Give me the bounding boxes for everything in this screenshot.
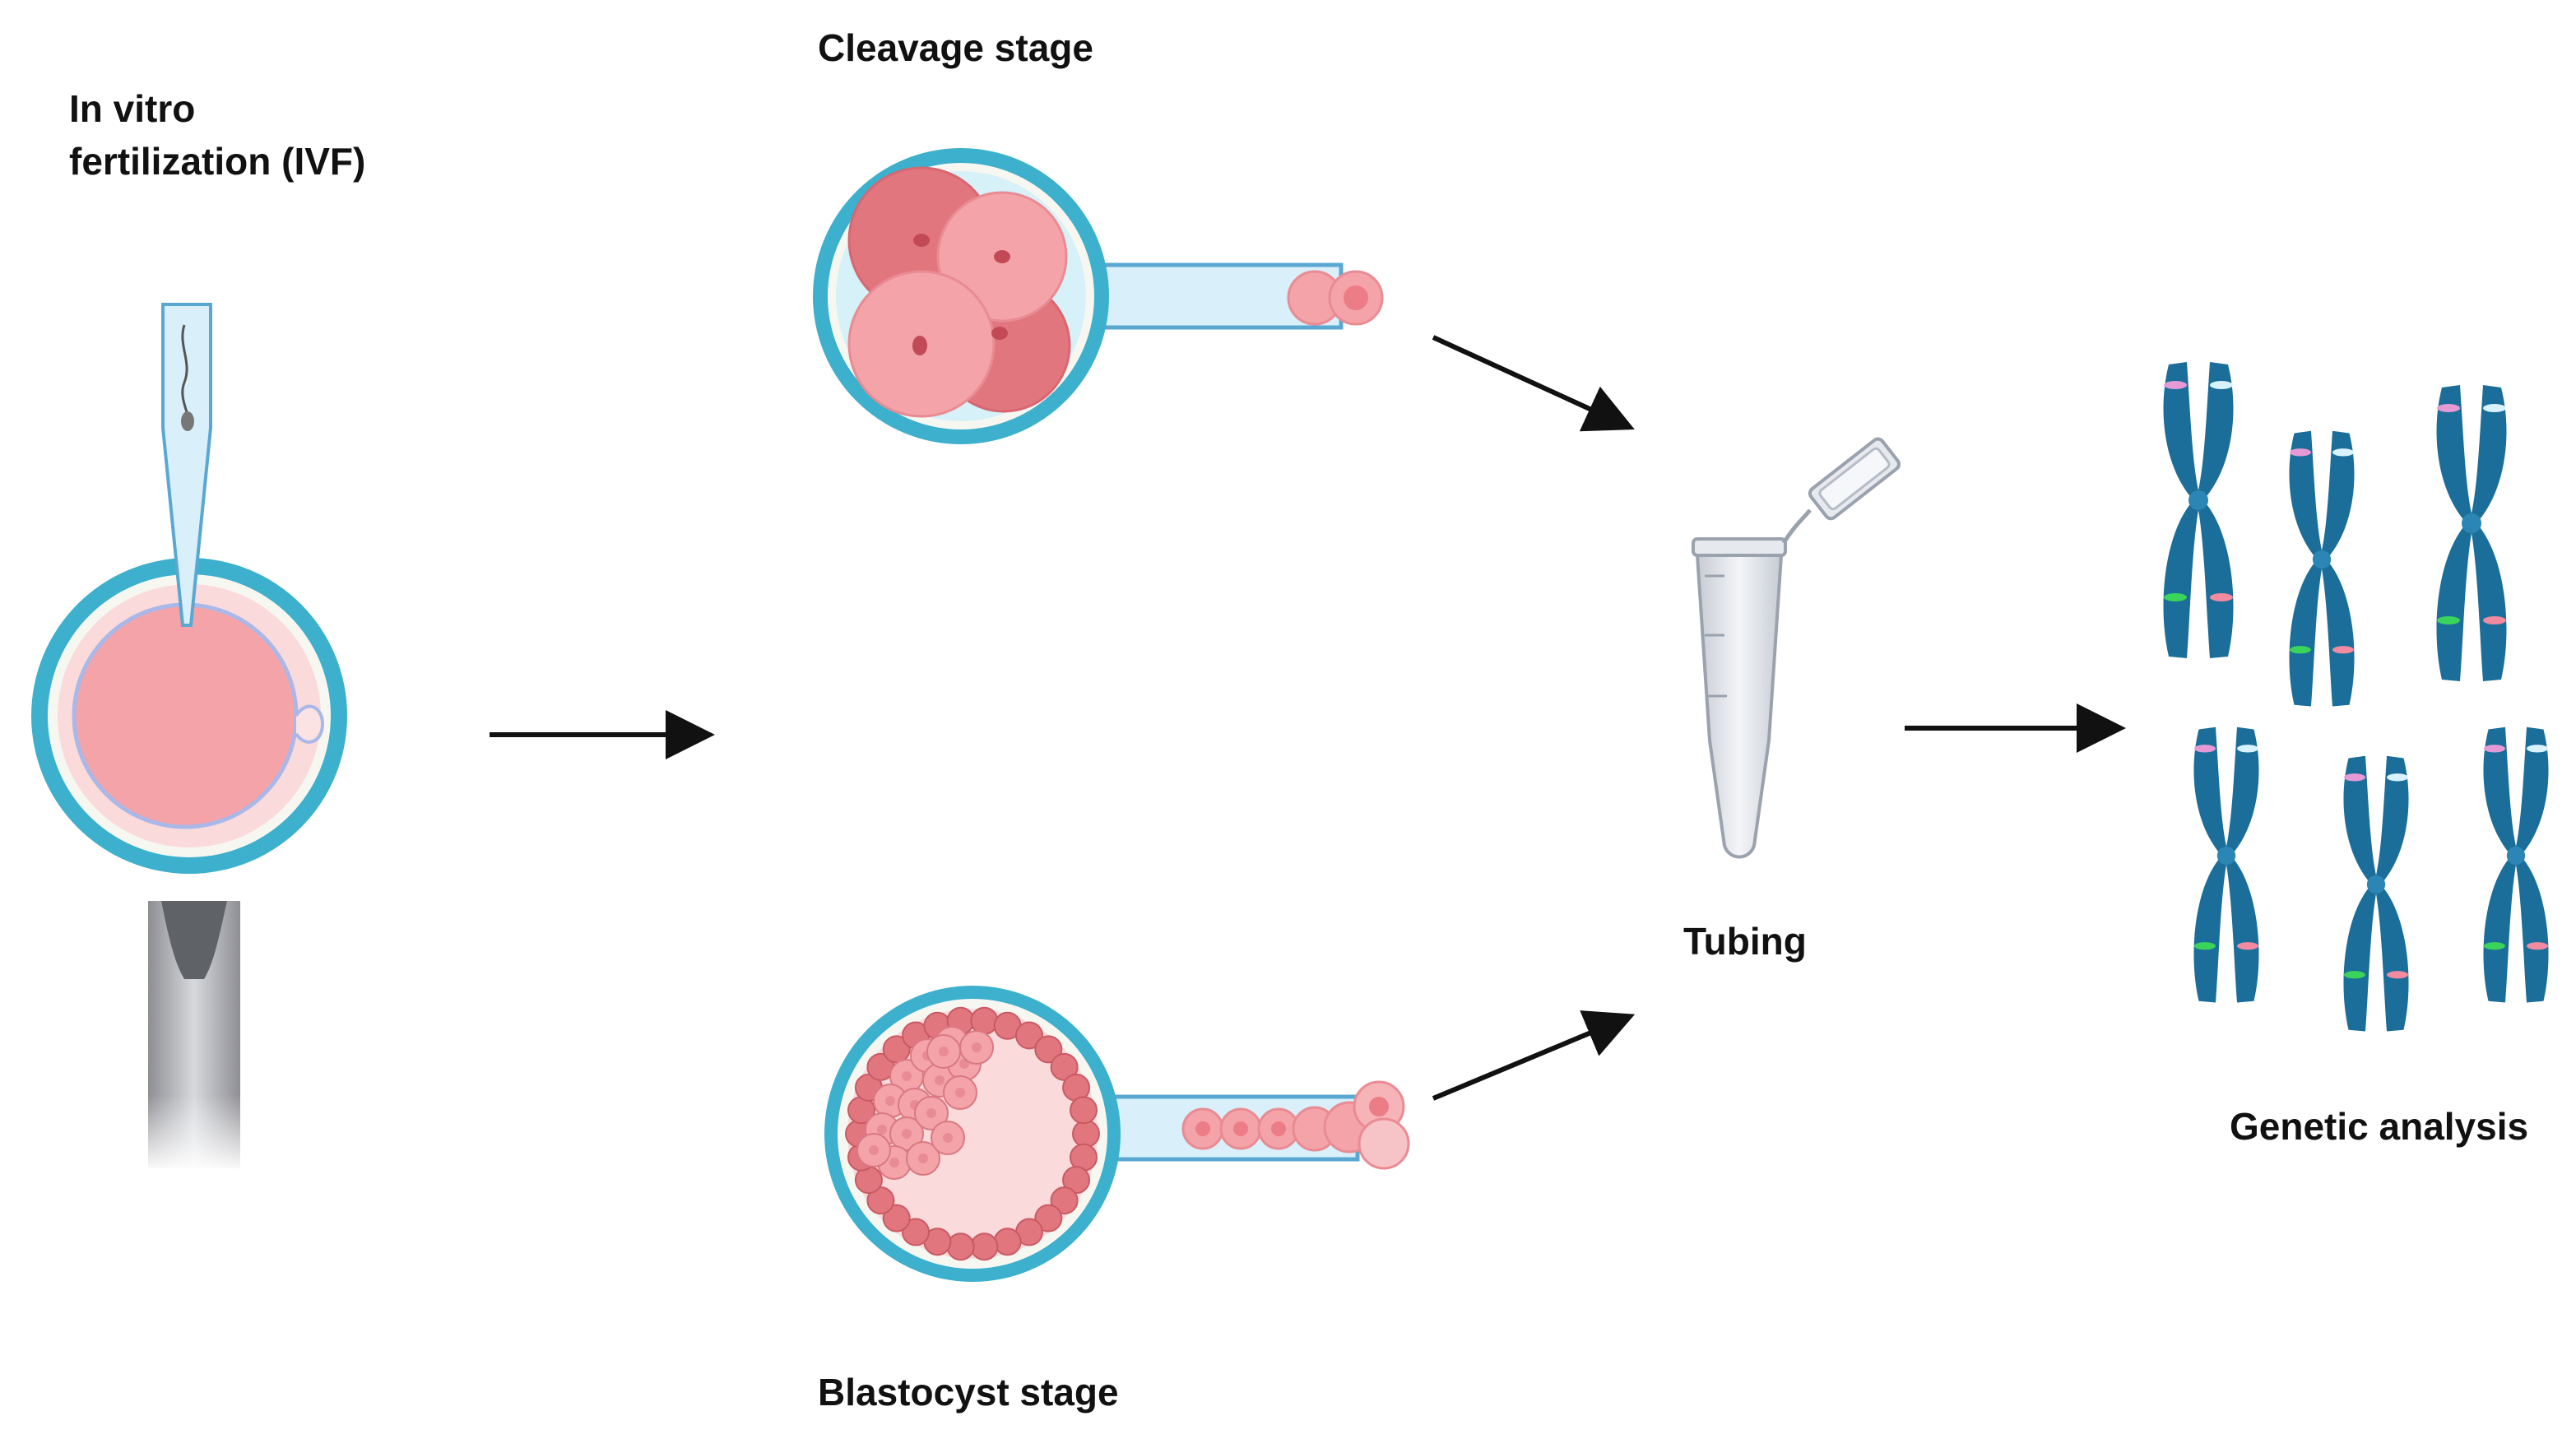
cleavage-embryo-icon	[813, 148, 1109, 444]
trophectoderm-cell	[866, 1186, 895, 1215]
chromosome-icon	[2483, 726, 2549, 1003]
blastocyst-stage-section: Blastocyst stage	[818, 986, 1410, 1413]
chromosome-icon	[2289, 430, 2355, 707]
trophectoderm-cell	[1070, 1096, 1098, 1125]
cleavage-stage-label: Cleavage stage	[818, 26, 1093, 69]
inner-cell-mass-nucleus	[902, 1071, 912, 1081]
inner-cell-mass	[856, 1026, 994, 1180]
trophectoderm-cell	[1062, 1166, 1091, 1195]
tubing-section: Tubing	[1683, 437, 1901, 963]
cleavage-stage-section: Cleavage stage	[813, 26, 1384, 444]
trophectoderm-cell	[1034, 1204, 1063, 1232]
oocyte-icon	[31, 558, 347, 874]
inner-cell-mass-nucleus	[889, 1158, 899, 1167]
holding-pipette-icon	[140, 901, 247, 1172]
inner-cell-mass-nucleus	[926, 1108, 936, 1118]
inner-cell-mass-nucleus	[877, 1125, 887, 1135]
inner-cell-mass-nucleus	[902, 1129, 912, 1139]
trophectoderm-cell	[1050, 1052, 1079, 1081]
inner-cell-mass-nucleus	[935, 1075, 945, 1085]
genetic-analysis-label: Genetic analysis	[2230, 1105, 2528, 1148]
trophectoderm-cell	[1050, 1186, 1079, 1215]
trophectoderm-cell	[970, 1006, 999, 1035]
trophectoderm-cell	[946, 1232, 975, 1261]
genetic-analysis-section: Genetic analysis	[2163, 362, 2549, 1148]
trophectoderm-cell	[882, 1204, 911, 1232]
arrow-cleavage-to-tube	[1432, 335, 1635, 432]
blastocyst-stage-label: Blastocyst stage	[818, 1371, 1119, 1413]
trophectoderm-cell	[1072, 1120, 1100, 1148]
chromosome-icon	[2163, 362, 2234, 658]
trophectoderm-cell	[993, 1228, 1022, 1256]
blastocyst-biopsy-pipette	[1084, 1080, 1410, 1170]
inner-cell-mass-nucleus	[939, 1047, 949, 1056]
trophectoderm-ring	[845, 1006, 1100, 1261]
ivf-title-line2: fertilization (IVF)	[69, 140, 365, 183]
chromosome-icon	[2193, 726, 2259, 1003]
inner-cell-mass-nucleus	[943, 1133, 953, 1143]
blastocyst-embryo-icon	[824, 986, 1121, 1282]
ivf-title-line1: In vitro	[69, 87, 195, 130]
chromosome-icon	[2436, 385, 2507, 681]
inner-cell-mass-nucleus	[869, 1145, 879, 1155]
trophectoderm-cell	[1034, 1035, 1063, 1064]
inner-cell-mass-nucleus	[955, 1088, 965, 1098]
microcentrifuge-tube-icon	[1692, 437, 1901, 859]
inner-cell-mass-nucleus	[972, 1042, 982, 1052]
cleavage-biopsy-pipette	[1067, 262, 1384, 330]
inner-cell-mass-nucleus	[918, 1154, 928, 1163]
ivf-section: In vitro fertilization (IVF)	[31, 87, 365, 1172]
trophectoderm-cell	[970, 1232, 999, 1261]
chromosome-icon	[2343, 755, 2409, 1032]
inner-cell-mass-nucleus	[885, 1096, 895, 1106]
trophectoderm-cell	[902, 1218, 930, 1246]
tubing-label: Tubing	[1683, 920, 1807, 963]
arrow-blastocyst-to-tube	[1432, 1010, 1636, 1101]
micropipette-icon	[161, 303, 212, 627]
trophectoderm-cell	[1015, 1021, 1043, 1050]
